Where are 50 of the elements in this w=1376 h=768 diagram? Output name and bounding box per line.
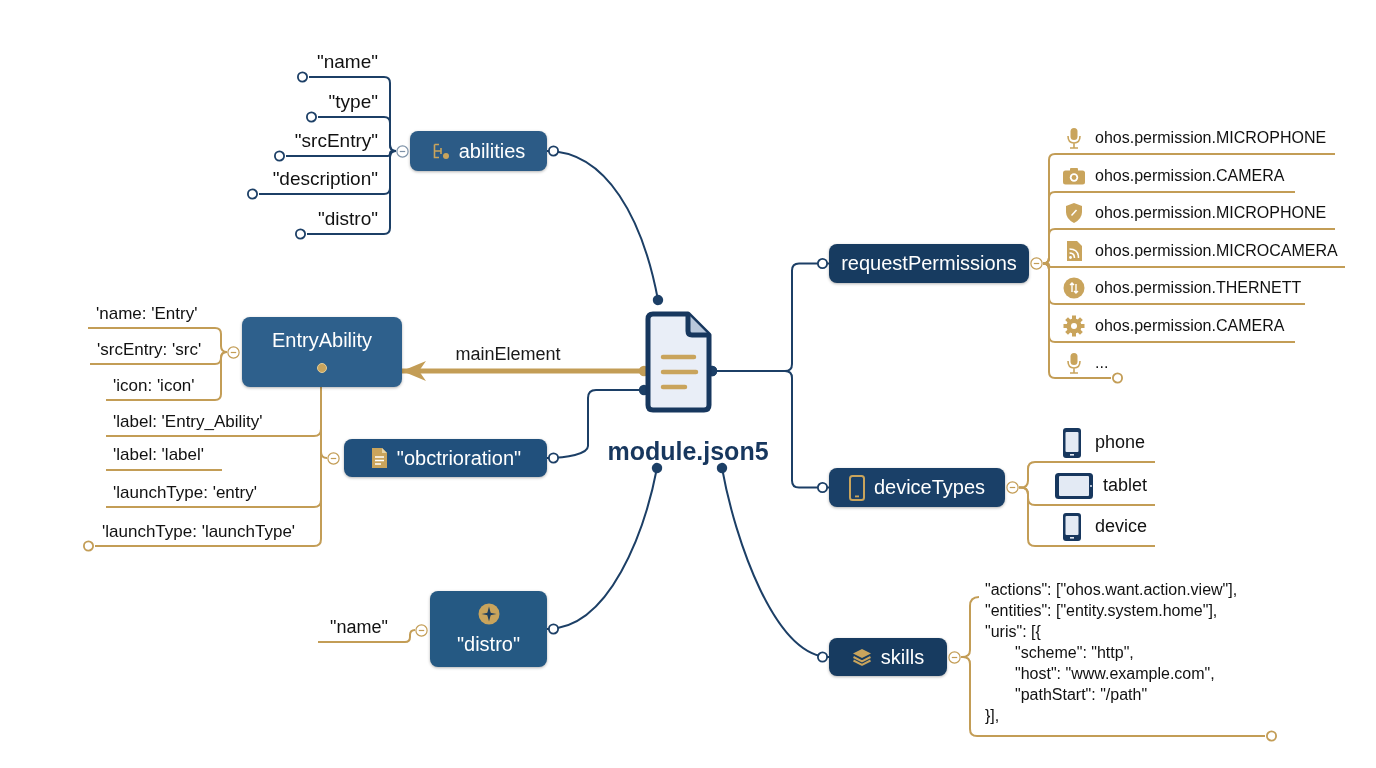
code-line: "host": "www.example.com",: [1015, 664, 1215, 684]
key-label: 'label: 'Entry_Ability': [113, 412, 263, 432]
topic-label: skills: [880, 645, 925, 669]
key-label: "description": [272, 168, 378, 190]
file-title: module.json5: [607, 436, 769, 466]
permission-label: ohos.permission.CAMERA: [1095, 166, 1285, 185]
connector-line: [1042, 262, 1123, 384]
key-label: "type": [328, 91, 378, 113]
topic-label: deviceTypes: [873, 476, 986, 499]
key-label: 'name: 'Entry': [96, 304, 198, 324]
key-label: 'launchType: 'entry': [113, 483, 257, 503]
permission-label: ohos.permission.THERNETT: [1095, 278, 1302, 297]
connector-line: [320, 386, 328, 459]
code-line: "scheme": "http",: [1015, 643, 1134, 663]
key-label: 'label: 'label': [106, 445, 222, 471]
connector-line: [1042, 228, 1336, 265]
permission-label: ohos.permission.MICROCAMERA: [1095, 241, 1338, 260]
connector-line: [1018, 461, 1156, 489]
connector-line: [546, 146, 664, 306]
topic-label: abilities: [458, 139, 526, 163]
key-label: 'icon: 'icon': [113, 376, 195, 396]
key-label: "name": [316, 51, 378, 73]
key-label: "name": [330, 617, 388, 638]
key-label: 'srcEntry: 'src': [97, 340, 202, 360]
permission-label: ohos.permission.MICROPHONE: [1095, 128, 1327, 147]
topic-label: requestPermissions: [841, 252, 1017, 275]
key-label: "distro": [318, 208, 378, 230]
device-label: device: [1095, 516, 1148, 537]
key-label: "srcEntry": [294, 130, 378, 152]
device-label: phone: [1095, 432, 1146, 453]
connector-line: [716, 462, 830, 662]
connector-line: [317, 629, 416, 643]
connector-line: [546, 462, 663, 634]
topic-label: EntryAbility: [272, 329, 372, 352]
code-line: "pathStart": "/path": [1015, 685, 1148, 705]
connector-line: [960, 656, 1277, 742]
code-line: }],: [985, 706, 1000, 726]
permission-label: ohos.permission.CAMERA: [1095, 316, 1285, 335]
connector-line: [295, 150, 397, 240]
device-label: tablet: [1103, 475, 1148, 496]
code-line: "entities": ["entity.system.home"],: [985, 601, 1218, 621]
code-line: "uris": [{: [985, 622, 1041, 642]
connector-line: [105, 351, 228, 401]
topic-label: "distro": [456, 632, 521, 656]
permission-label: ...: [1095, 353, 1109, 372]
topic-label: "obctrioration": [396, 446, 522, 470]
permission-label: ohos.permission.MICROPHONE: [1095, 203, 1327, 222]
code-line: "actions": ["ohos.want.action.view"],: [985, 580, 1238, 600]
key-label: 'launchType: 'launchType': [102, 522, 296, 542]
connector-line: [1018, 486, 1156, 547]
